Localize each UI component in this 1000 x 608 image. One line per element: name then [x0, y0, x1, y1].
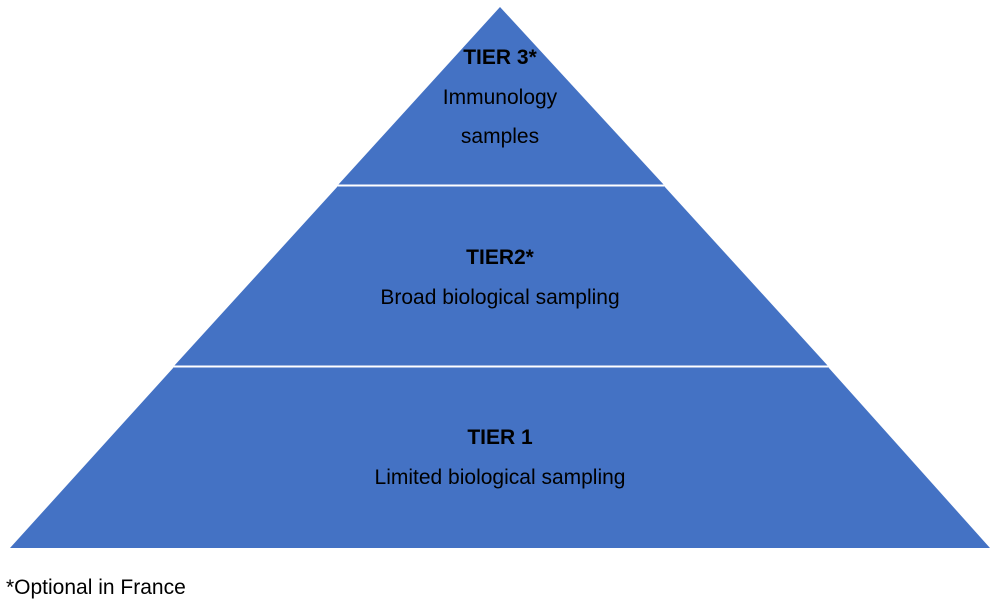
tier3-title: TIER 3*: [463, 46, 537, 69]
tier2-title: TIER2*: [466, 246, 535, 269]
tier3-description-line1: Immunology: [443, 86, 558, 109]
tier3-segment: [338, 7, 664, 185]
tier2-segment: [174, 186, 828, 366]
tier1-title: TIER 1: [467, 426, 533, 449]
tier1-description: Limited biological sampling: [375, 466, 626, 489]
tier3-description-line2: samples: [461, 125, 539, 148]
tier1-segment: [10, 367, 990, 548]
tier2-description: Broad biological sampling: [380, 286, 619, 309]
footnote: *Optional in France: [6, 576, 186, 599]
